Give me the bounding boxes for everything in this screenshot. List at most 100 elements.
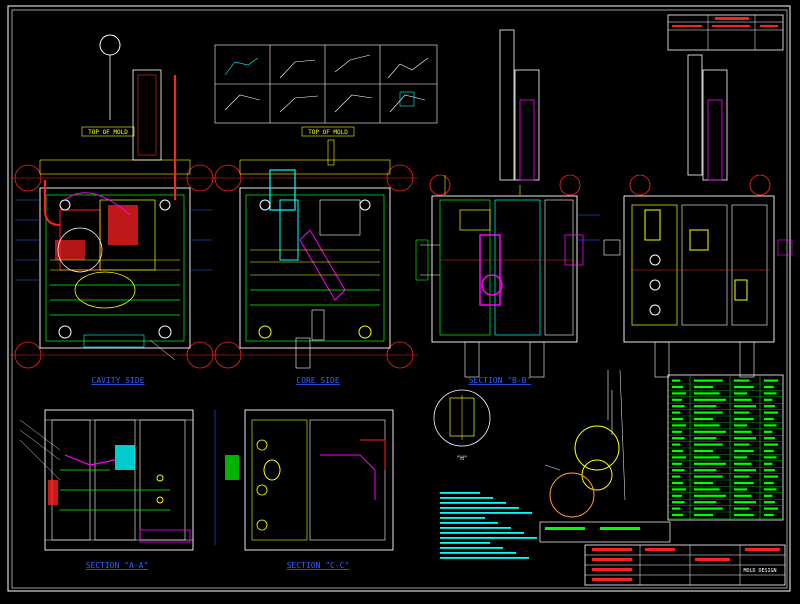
dimension-leaders xyxy=(15,199,600,281)
top-of-mold-label-left: TOP OF MOLD xyxy=(88,129,128,136)
bom-cell xyxy=(694,411,723,414)
bom-cell xyxy=(734,488,748,491)
bom-cell xyxy=(694,430,726,433)
bill-of-materials-table xyxy=(667,374,784,521)
detail-h-label: "H" xyxy=(457,455,468,462)
title-block xyxy=(539,521,786,586)
bom-cell xyxy=(734,417,754,421)
section-a-label: SECTION "A-A" xyxy=(86,561,149,570)
bom-cell xyxy=(764,475,778,478)
note-line xyxy=(440,497,493,499)
bom-cell xyxy=(672,424,686,427)
bom-cell xyxy=(672,475,681,478)
bom-cell xyxy=(734,456,748,459)
bom-cell xyxy=(734,469,756,472)
bom-cell xyxy=(764,494,773,497)
bom-cell xyxy=(672,385,684,389)
bom-cell xyxy=(734,424,748,427)
bom-cell xyxy=(694,507,723,510)
bom-cell xyxy=(734,507,750,510)
cavity-side-view xyxy=(10,34,218,369)
title-block-header: MOLD DESIGN xyxy=(743,568,776,574)
note-line xyxy=(440,512,532,514)
bom-cell xyxy=(694,437,717,440)
bom-cell xyxy=(734,475,750,478)
section-c-label: SECTION "C-C" xyxy=(287,561,350,570)
bom-cell xyxy=(694,513,714,517)
bom-cell xyxy=(694,392,720,395)
bom-rows xyxy=(668,379,783,519)
bom-cell xyxy=(764,501,776,504)
bom-cell xyxy=(672,481,684,485)
note-line xyxy=(440,552,516,554)
bom-cell xyxy=(764,398,773,401)
bom-cell xyxy=(764,462,773,465)
bom-cell xyxy=(734,379,750,382)
bom-cell xyxy=(694,424,720,427)
bom-cell xyxy=(694,398,726,401)
revision-block xyxy=(667,14,784,51)
bom-cell xyxy=(672,494,682,497)
bom-cell xyxy=(672,398,682,401)
note-line xyxy=(440,537,537,539)
bom-cell xyxy=(734,405,756,408)
bom-cell xyxy=(694,488,720,491)
bom-cell xyxy=(764,456,777,459)
bom-cell xyxy=(734,392,748,395)
cavity-side-label: CAVITY SIDE xyxy=(92,376,145,385)
bom-cell xyxy=(764,392,777,395)
note-line xyxy=(440,527,511,529)
core-side-label: CORE SIDE xyxy=(296,376,340,385)
bom-cell xyxy=(764,385,774,389)
bom-cell xyxy=(672,430,682,433)
bom-cell xyxy=(764,405,776,408)
bom-cell xyxy=(764,469,776,472)
bom-cell xyxy=(694,494,726,497)
bom-cell xyxy=(672,456,686,459)
bom-cell xyxy=(672,392,686,395)
bom-cell xyxy=(764,488,777,491)
bom-cell xyxy=(672,513,684,517)
top-of-mold-tag-left xyxy=(81,126,135,137)
note-line xyxy=(440,502,506,504)
section-c-c-view xyxy=(214,409,394,551)
bom-cell xyxy=(672,443,681,446)
bom-cell xyxy=(672,437,685,440)
parting-line-sketches xyxy=(214,44,438,124)
bom-cell xyxy=(734,430,752,433)
bom-cell xyxy=(734,449,754,453)
bom-cell xyxy=(694,449,714,453)
bom-cell xyxy=(694,379,723,382)
detail-h-view xyxy=(433,389,491,447)
bom-cell xyxy=(734,481,754,485)
sheet-frame xyxy=(7,5,791,592)
bom-cell xyxy=(764,411,778,414)
core-side-view xyxy=(212,139,418,369)
gear-schematic xyxy=(544,369,626,518)
top-of-mold-tag-mid xyxy=(301,126,355,137)
bom-cell xyxy=(734,385,754,389)
bom-cell xyxy=(764,443,778,446)
bom-cell xyxy=(694,385,714,389)
note-line xyxy=(440,507,519,509)
bom-cell xyxy=(672,469,685,472)
bom-cell xyxy=(734,513,754,517)
bom-cell xyxy=(672,411,681,414)
bom-cell xyxy=(672,405,685,408)
note-line xyxy=(440,547,503,549)
bom-cell xyxy=(672,462,682,465)
bom-cell xyxy=(764,379,778,382)
bom-cell xyxy=(764,507,778,510)
note-line xyxy=(440,542,490,544)
bom-cell xyxy=(764,481,774,485)
bom-cell xyxy=(694,456,720,459)
bom-cell xyxy=(734,501,756,504)
bom-cell xyxy=(764,424,777,427)
bom-cell xyxy=(672,507,681,510)
bom-cell xyxy=(672,417,684,421)
bom-cell xyxy=(694,481,714,485)
bom-cell xyxy=(694,417,714,421)
bom-cell xyxy=(694,501,717,504)
